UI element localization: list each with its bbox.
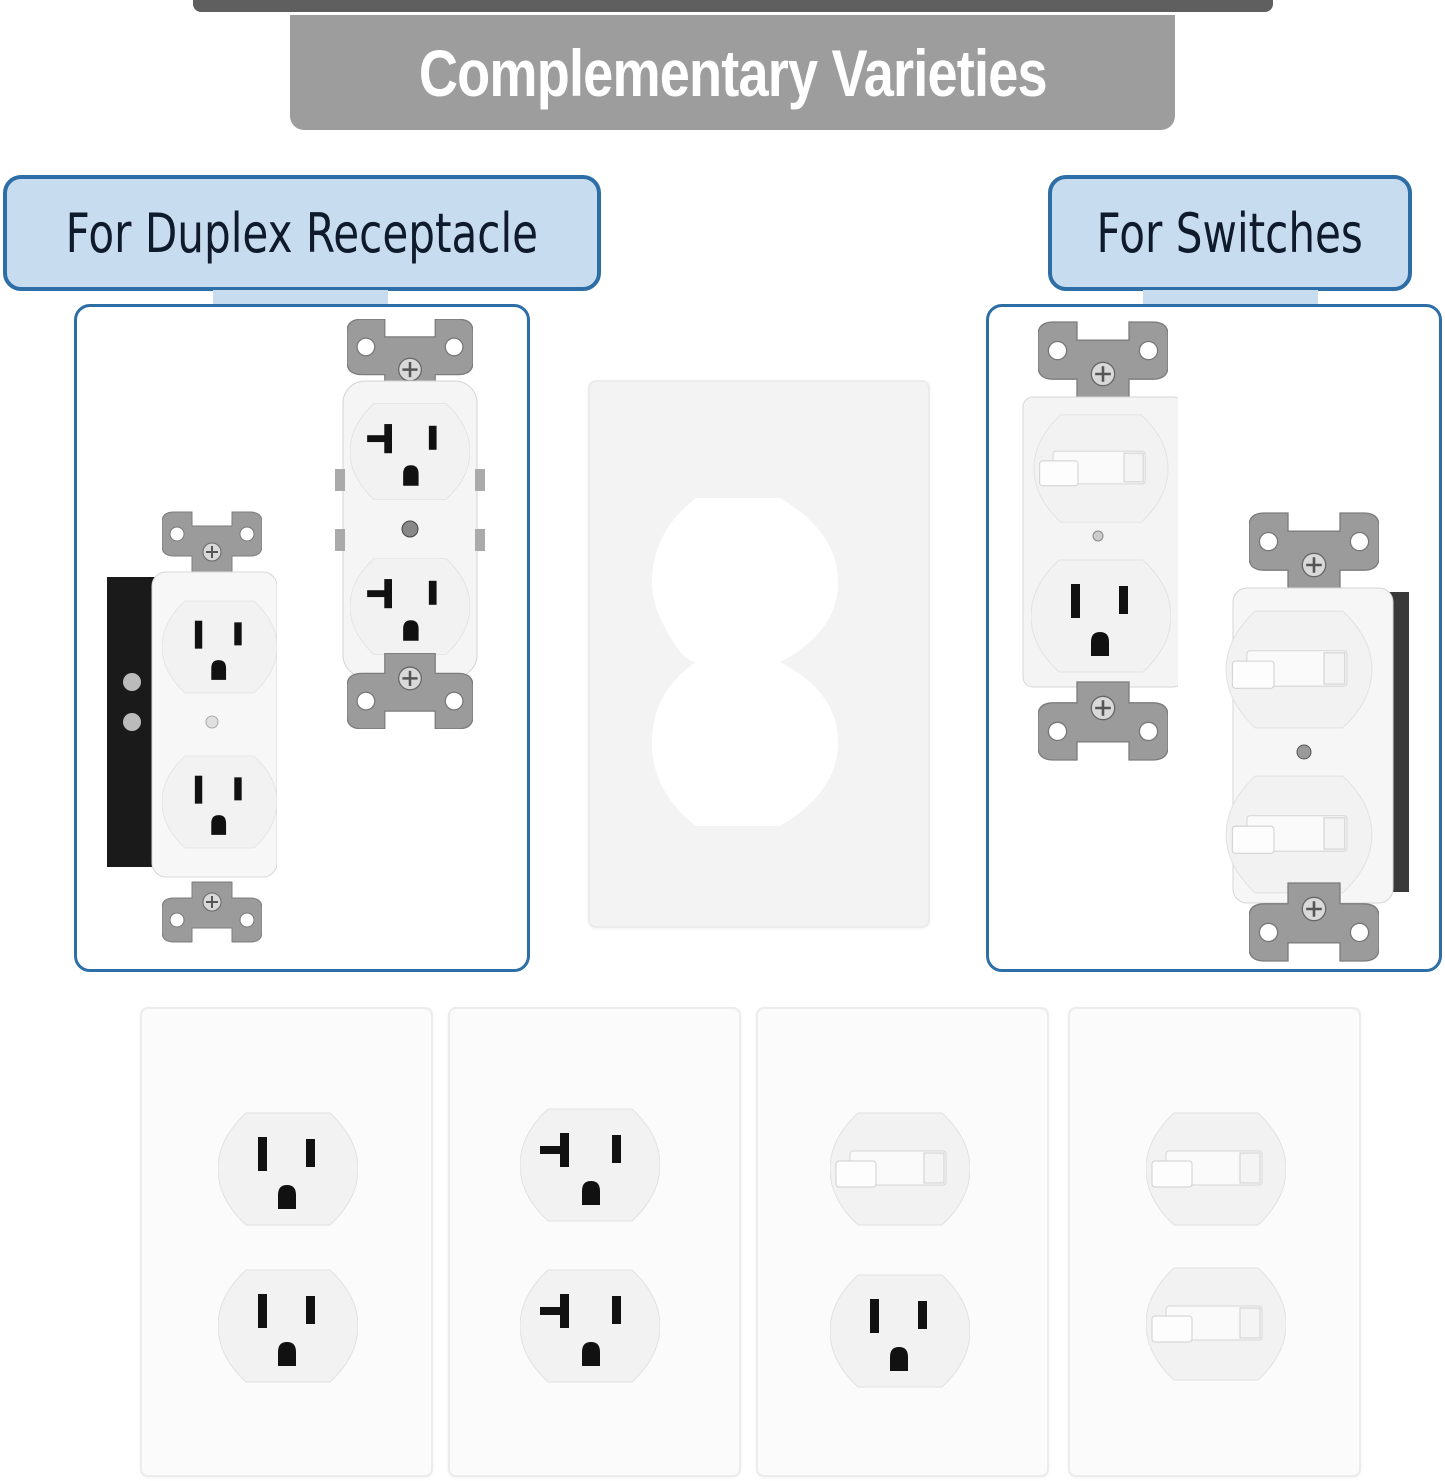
label-duplex-receptacle: For Duplex Receptacle	[3, 175, 601, 291]
label-duplex-receptacle-text: For Duplex Receptacle	[65, 201, 539, 265]
label-switches-text: For Switches	[1096, 201, 1364, 265]
label-switches: For Switches	[1048, 175, 1412, 291]
device-20a-receptacle	[335, 319, 485, 729]
plate-20a-duplex	[448, 1007, 741, 1477]
plate-15a-duplex	[140, 1007, 433, 1477]
panel-switches	[986, 304, 1442, 972]
connector-right	[1143, 290, 1318, 304]
device-switch-receptacle-combo	[1003, 321, 1178, 761]
panel-receptacles	[74, 304, 530, 972]
title-banner: Complementary Varieties	[290, 15, 1175, 130]
plate-double-toggle	[1068, 1007, 1361, 1477]
plate-switch-receptacle	[756, 1007, 1049, 1477]
page-title: Complementary Varieties	[418, 35, 1048, 110]
center-duplex-plate	[588, 380, 930, 928]
top-bar	[193, 0, 1273, 12]
connector-left	[213, 290, 388, 304]
device-double-toggle-switch	[1219, 512, 1419, 962]
device-15a-receptacle	[107, 507, 277, 947]
